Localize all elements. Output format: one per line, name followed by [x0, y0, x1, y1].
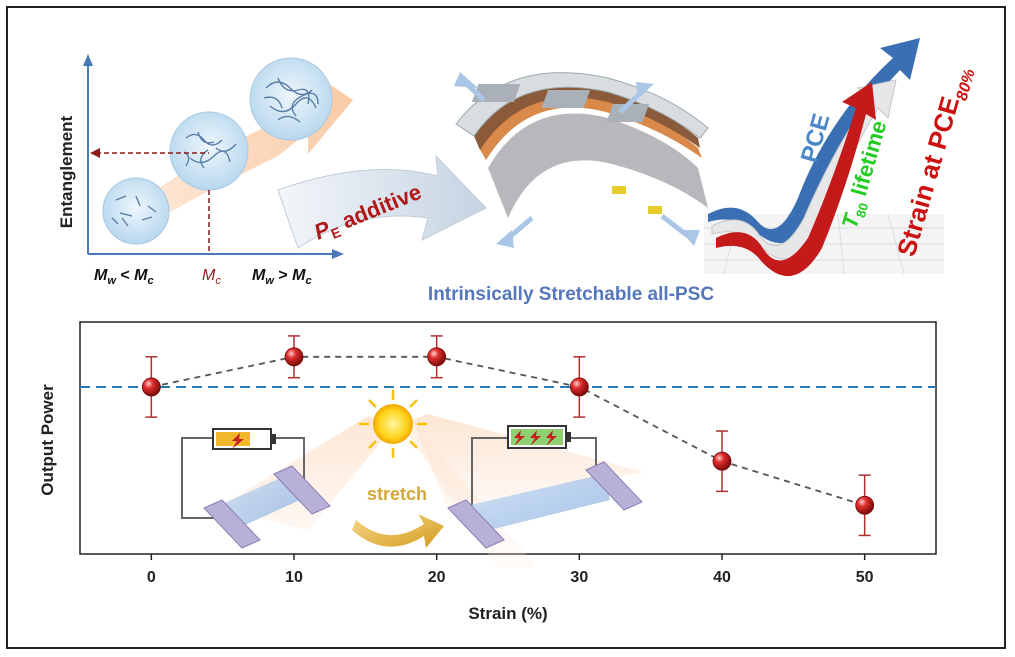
stretch-direction-arrows [454, 72, 700, 248]
device-contact-2 [648, 206, 662, 214]
output-power-chart: Output Power Strain (%) [38, 321, 937, 623]
x-tick-label-10: 10 [285, 569, 303, 586]
clamp-left-2 [273, 465, 331, 515]
entanglement-diagram: Entanglement Mw < Mc Mc Mw > Mc [57, 54, 353, 287]
battery-low-icon [212, 428, 276, 450]
x-tick-label-30: 30 [570, 569, 588, 586]
data-point-40 [712, 451, 732, 471]
circuit-wire-left [181, 437, 305, 519]
clamp-right-1 [447, 499, 505, 549]
label-mw-greater-mc: Mw > Mc [252, 267, 312, 287]
clamp-right-2 [585, 461, 643, 511]
device-electrode-3 [606, 104, 650, 122]
device-top-layer [455, 72, 709, 139]
x-tick-label-20: 20 [428, 569, 446, 586]
label-mc: Mc [202, 267, 221, 287]
y-axis-arrowhead [83, 54, 93, 66]
data-point-10 [284, 347, 304, 367]
film-stretched [466, 474, 610, 534]
device-electrode-2 [541, 90, 591, 108]
x-tick-label-0: 0 [147, 569, 156, 586]
data-point-0 [141, 377, 161, 397]
light-beam-right [412, 414, 644, 508]
additive-arrow-group: PE additive [277, 154, 487, 249]
figure-canvas: Entanglement Mw < Mc Mc Mw > Mc PE addit… [38, 38, 979, 623]
data-point-20 [427, 347, 447, 367]
figure-frame: Entanglement Mw < Mc Mc Mw > Mc PE addit… [6, 6, 1006, 649]
trend-line [151, 355, 865, 507]
curved-additive-arrow [277, 154, 487, 249]
device-title: Intrinsically Stretchable all-PSC [428, 284, 714, 305]
device-layer-orange [478, 94, 702, 160]
performance-arrows: PCE T80 lifetime Strain at PCE80% [704, 38, 979, 277]
device-layer-brown [474, 84, 700, 150]
x-axis-arrowhead [332, 249, 344, 259]
chart-y-axis-label: Output Power [38, 384, 57, 496]
stretchable-device [454, 72, 709, 248]
x-tick-label-50: 50 [856, 569, 874, 586]
battery-full-icon [507, 425, 571, 449]
polymer-blob-low [102, 177, 170, 245]
label-mw-less-mc: Mw < Mc [94, 267, 154, 287]
entanglement-axis-label: Entanglement [57, 115, 76, 228]
chart-series [80, 335, 936, 537]
film-unstretched [222, 472, 300, 530]
x-tick-label-40: 40 [713, 569, 731, 586]
stretch-label: stretch [367, 484, 427, 504]
device-substrate [488, 113, 708, 218]
chart-x-axis-label: Strain (%) [468, 604, 547, 623]
stretch-arrow [352, 514, 444, 548]
device-contact-1 [612, 186, 626, 194]
data-point-50 [855, 495, 875, 515]
chart-x-ticks: 0 10 20 30 40 50 [147, 554, 874, 586]
arrow-white [711, 79, 897, 260]
data-point-30 [569, 377, 589, 397]
polymer-blob-high [249, 57, 333, 141]
polymer-blob-critical [169, 111, 249, 191]
clamp-left-1 [203, 499, 261, 549]
mc-guide-arrowhead [90, 148, 100, 158]
arrow-red [716, 82, 876, 277]
polymer-chains [111, 77, 319, 227]
sun-icon [359, 390, 427, 458]
chart-inset-illustration: stretch [181, 390, 644, 568]
